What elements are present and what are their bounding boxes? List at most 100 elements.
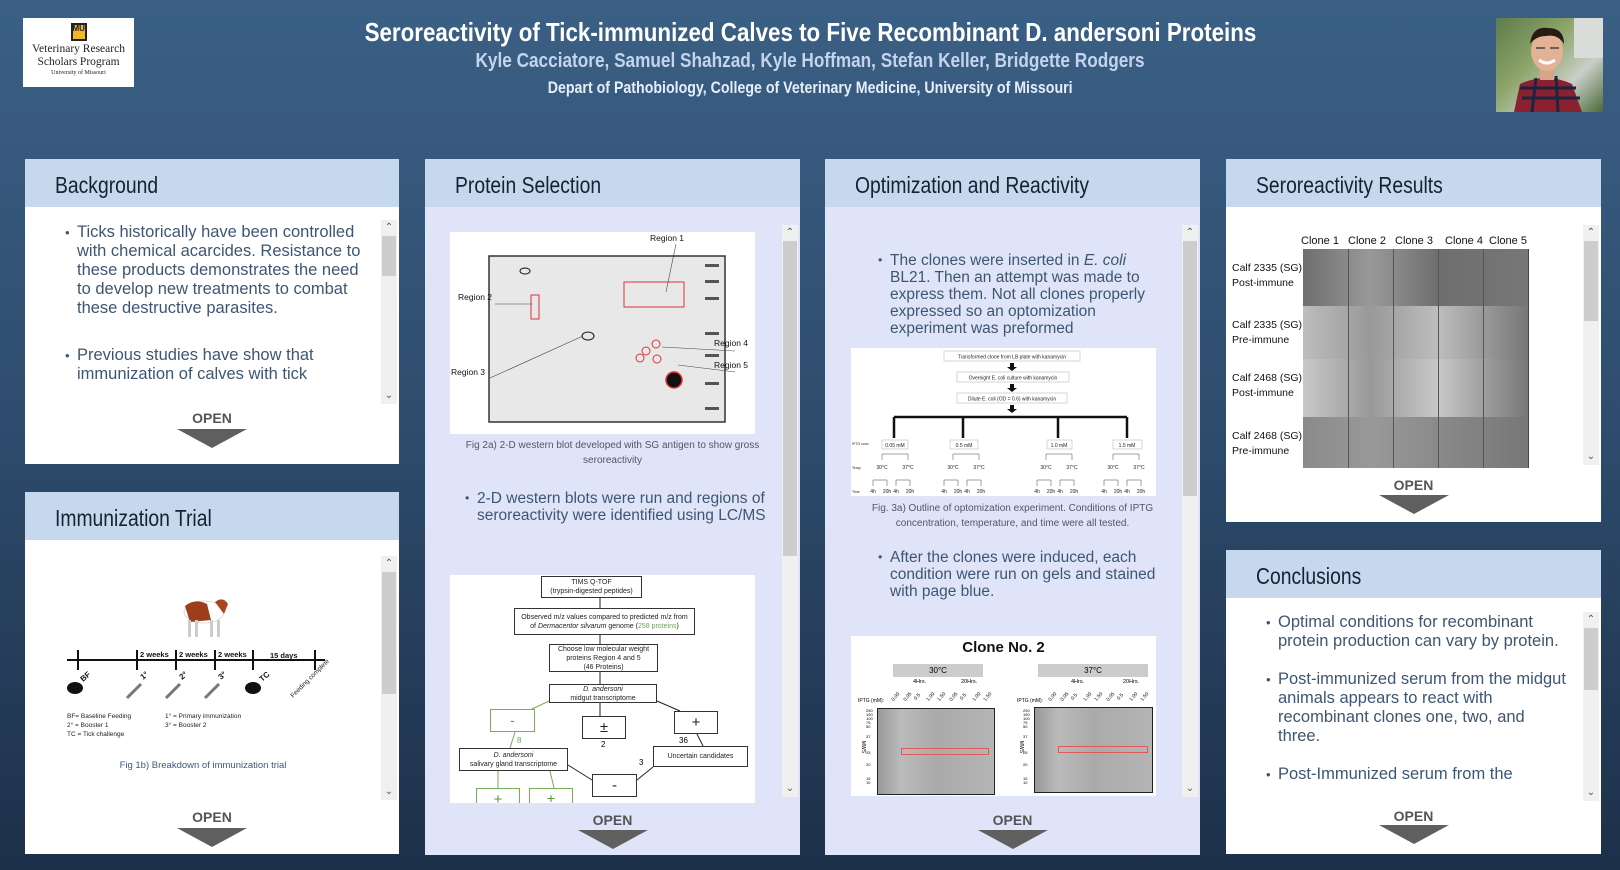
lane-label: 0.00 [890,691,902,703]
time-label: 4h [893,489,899,495]
scroll-down-icon[interactable]: ⌄ [1586,451,1596,462]
temp-label: 37°C [1066,465,1078,471]
time-label: 4h [1124,489,1130,495]
panel-optimization: Optimization and Reactivity The clones w… [825,159,1200,855]
mw-mark: 250 [1023,708,1030,713]
bullet-item: After the clones were induced, each cond… [878,549,1168,600]
flow-box-negative: - [592,774,637,797]
marker-label: 2° [178,670,190,682]
blot-strip [1303,306,1529,359]
scroll-up-icon[interactable]: ⌃ [384,222,394,233]
lane-label: 0.05 [1104,691,1116,703]
scroll-content: Ticks historically have been controlled … [25,219,377,405]
sds-page-gel-figure: Clone No. 2 30°C 37°C 4Hrs. 20Hrs. 4Hrs.… [851,636,1156,796]
bullet-item: Ticks historically have been controlled … [65,223,365,318]
panel-header: Protein Selection [425,159,800,207]
flow-box-uncertain: Uncertain candidates [653,746,748,767]
open-button[interactable]: OPEN [992,812,1033,828]
scroll-up-icon[interactable]: ⌃ [1185,227,1195,238]
panel-title: Conclusions [1256,563,1362,589]
time-label: 4h [1101,489,1107,495]
mw-mark: 50 [866,724,871,729]
mw-mark: 75 [1023,720,1028,725]
scrollbar-thumb[interactable] [382,236,396,276]
lane-label: 1.00 [1127,691,1139,703]
iptg-conc: 1.5 mM [1119,443,1136,449]
syringe-icon [125,682,221,700]
scroll-up-icon[interactable]: ⌃ [1586,227,1596,238]
flow-box-ambiguous: ± [582,716,626,739]
scrollbar[interactable]: ⌃ ⌄ [381,556,397,800]
scroll-up-icon[interactable]: ⌃ [785,227,795,238]
scrollbar[interactable]: ⌃ ⌄ [782,225,798,797]
author-photo-image [1514,18,1603,112]
scroll-down-icon[interactable]: ⌄ [384,786,394,797]
calf-row-label: Calf 2335 (SG)Pre-immune [1232,319,1303,346]
flow-box-observed: Observed m/z values compared to predicte… [514,608,695,635]
panel-header: Seroreactivity Results [1226,159,1601,207]
scrollbar-thumb[interactable] [1584,241,1598,321]
iptg-conc: 1.0 mM [1051,443,1068,449]
flow-box-negative: - [490,709,535,732]
open-arrow-icon[interactable] [1379,495,1449,514]
open-button[interactable]: OPEN [1393,477,1434,493]
mw-mark: 25 [866,750,871,755]
clone-column-label: Clone 1 [1301,235,1339,247]
svg-text:3° = Booster 2: 3° = Booster 2 [165,721,207,729]
mw-mark: 37 [1023,734,1028,739]
scroll-down-icon[interactable]: ⌄ [1586,787,1596,798]
scroll-down-icon[interactable]: ⌄ [1185,783,1195,794]
scrollbar[interactable]: ⌃ ⌄ [1583,225,1599,465]
lane-label: 1.50 [1093,691,1105,703]
scrollbar[interactable]: ⌃ ⌄ [1583,612,1599,801]
open-arrow-icon[interactable] [1379,825,1449,844]
open-arrow-icon[interactable] [578,830,648,849]
time-label: 20h [906,489,915,495]
lane-label: 0.00 [1047,691,1059,703]
panel-protein-selection: Protein Selection [425,159,800,855]
iptg-conc: 0.05 mM [885,443,904,449]
scrollbar-thumb[interactable] [382,572,396,694]
open-arrow-icon[interactable] [177,828,247,847]
scrollbar-thumb[interactable] [1183,241,1197,496]
figure-caption: Fig 1b) Breakdown of immunization trial [120,760,287,771]
calf-row-label: Calf 2335 (SG)Post-immune [1232,262,1303,289]
mw-mark: 150 [866,712,873,717]
interval-label: 15 days [270,651,298,660]
lane-label: 1.50 [982,691,994,703]
time-label: 20h [954,489,963,495]
mw-mark: 250 [866,708,873,713]
panel-body: Region 1 Region 2 Region 3 Region 4 Regi… [425,207,800,855]
flowchart-arrows [497,598,704,789]
scrollbar[interactable]: ⌃ ⌄ [1182,225,1198,797]
scroll-up-icon[interactable]: ⌃ [1586,614,1596,625]
scrollbar-thumb[interactable] [1584,628,1598,690]
scroll-down-icon[interactable]: ⌄ [384,390,394,401]
gel-37c [1034,707,1153,793]
clone-column-label: Clone 5 [1489,235,1527,247]
panel-title: Seroreactivity Results [1256,172,1443,198]
lane-label: 1.50 [936,691,948,703]
temp-label: 30°C [1040,465,1052,471]
mw-mark: 20 [866,762,871,767]
mw-mark: 75 [866,720,871,725]
panel-header: Optimization and Reactivity [825,159,1200,207]
time-label: 20Hrs. [961,679,978,685]
region-label: Region 1 [650,233,684,243]
open-arrow-icon[interactable] [177,429,247,448]
scroll-up-icon[interactable]: ⌃ [384,558,394,569]
scroll-down-icon[interactable]: ⌄ [785,783,795,794]
open-button[interactable]: OPEN [192,809,232,825]
open-button[interactable]: OPEN [1393,808,1434,824]
temp-label: 30°C [876,465,888,471]
open-arrow-icon[interactable] [978,830,1048,849]
scrollbar-thumb[interactable] [783,241,797,556]
open-button[interactable]: OPEN [592,812,633,828]
blot-strip [1303,249,1529,306]
scrollbar[interactable]: ⌃ ⌄ [381,220,397,404]
bullet-item: 2-D western blots were run and regions o… [465,490,775,524]
open-button[interactable]: OPEN [192,410,232,426]
